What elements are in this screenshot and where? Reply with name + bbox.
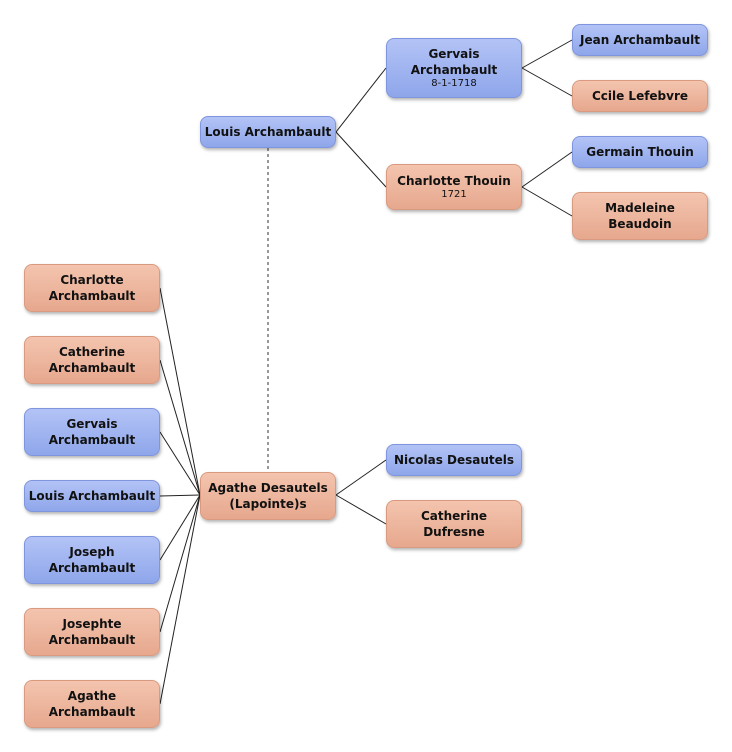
person-name: Jean Archambault: [580, 33, 700, 47]
link-child-agathe: [159, 494, 201, 705]
person-germain-thouin[interactable]: Germain Thouin: [572, 136, 708, 168]
person-madeleine-beaudoin[interactable]: Madeleine Beaudoin: [572, 192, 708, 240]
person-name: Germain Thouin: [586, 145, 694, 159]
link-child-louis: [159, 494, 201, 497]
person-ccile-lefebvre[interactable]: Ccile Lefebvre: [572, 80, 708, 112]
person-date: 8-1-1718: [431, 78, 477, 89]
link-charlotte-thouin-madeleine: [521, 186, 573, 217]
link-charlotte-thouin-germain: [521, 151, 573, 188]
person-louis-archambault[interactable]: Louis Archambault: [200, 116, 336, 148]
link-child-charlotte: [159, 287, 201, 496]
link-agathe-nicolas: [335, 459, 387, 496]
person-name: Joseph Archambault: [48, 545, 136, 575]
person-agathe-desautels[interactable]: Agathe Desautels (Lapointe)s: [200, 472, 336, 520]
child-louis-archambault[interactable]: Louis Archambault: [24, 480, 160, 512]
person-name: Catherine Archambault: [48, 345, 136, 375]
person-name: Ccile Lefebvre: [591, 89, 689, 103]
person-name: Catherine Dufresne: [420, 509, 488, 539]
child-charlotte-archambault[interactable]: Charlotte Archambault: [24, 264, 160, 312]
child-agathe-archambault[interactable]: Agathe Archambault: [24, 680, 160, 728]
person-catherine-dufresne[interactable]: Catherine Dufresne: [386, 500, 522, 548]
link-gervais-sr-jean: [521, 39, 573, 69]
child-gervais-archambault[interactable]: Gervais Archambault: [24, 408, 160, 456]
person-name: Nicolas Desautels: [393, 453, 515, 467]
link-louis-gervais-sr: [335, 67, 387, 133]
person-charlotte-thouin[interactable]: Charlotte Thouin 1721: [386, 164, 522, 210]
person-nicolas-desautels[interactable]: Nicolas Desautels: [386, 444, 522, 476]
child-catherine-archambault[interactable]: Catherine Archambault: [24, 336, 160, 384]
link-child-catherine: [159, 359, 201, 496]
person-date: 1721: [441, 189, 467, 200]
child-josephte-archambault[interactable]: Josephte Archambault: [24, 608, 160, 656]
link-child-gervais: [159, 431, 201, 496]
person-name: Madeleine Beaudoin: [605, 201, 675, 231]
person-name: Louis Archambault: [28, 489, 156, 503]
person-name: Agathe Desautels (Lapointe)s: [208, 481, 328, 511]
link-louis-charlotte-thouin: [335, 131, 387, 188]
person-jean-archambault[interactable]: Jean Archambault: [572, 24, 708, 56]
person-gervais-archambault-parent[interactable]: Gervais Archambault 8-1-1718: [386, 38, 522, 98]
link-agathe-catherine-dufresne: [335, 494, 387, 525]
person-name: Louis Archambault: [204, 125, 332, 139]
person-name: Josephte Archambault: [48, 617, 136, 647]
person-name: Gervais Archambault: [48, 417, 136, 447]
link-child-joseph: [159, 494, 201, 561]
child-joseph-archambault[interactable]: Joseph Archambault: [24, 536, 160, 584]
person-name: Charlotte Archambault: [48, 273, 136, 303]
link-child-josephte: [159, 494, 201, 633]
person-name: Charlotte Thouin: [397, 174, 511, 188]
person-name: Agathe Archambault: [48, 689, 136, 719]
person-name: Gervais Archambault: [410, 47, 498, 77]
link-gervais-sr-ccile: [521, 67, 573, 97]
